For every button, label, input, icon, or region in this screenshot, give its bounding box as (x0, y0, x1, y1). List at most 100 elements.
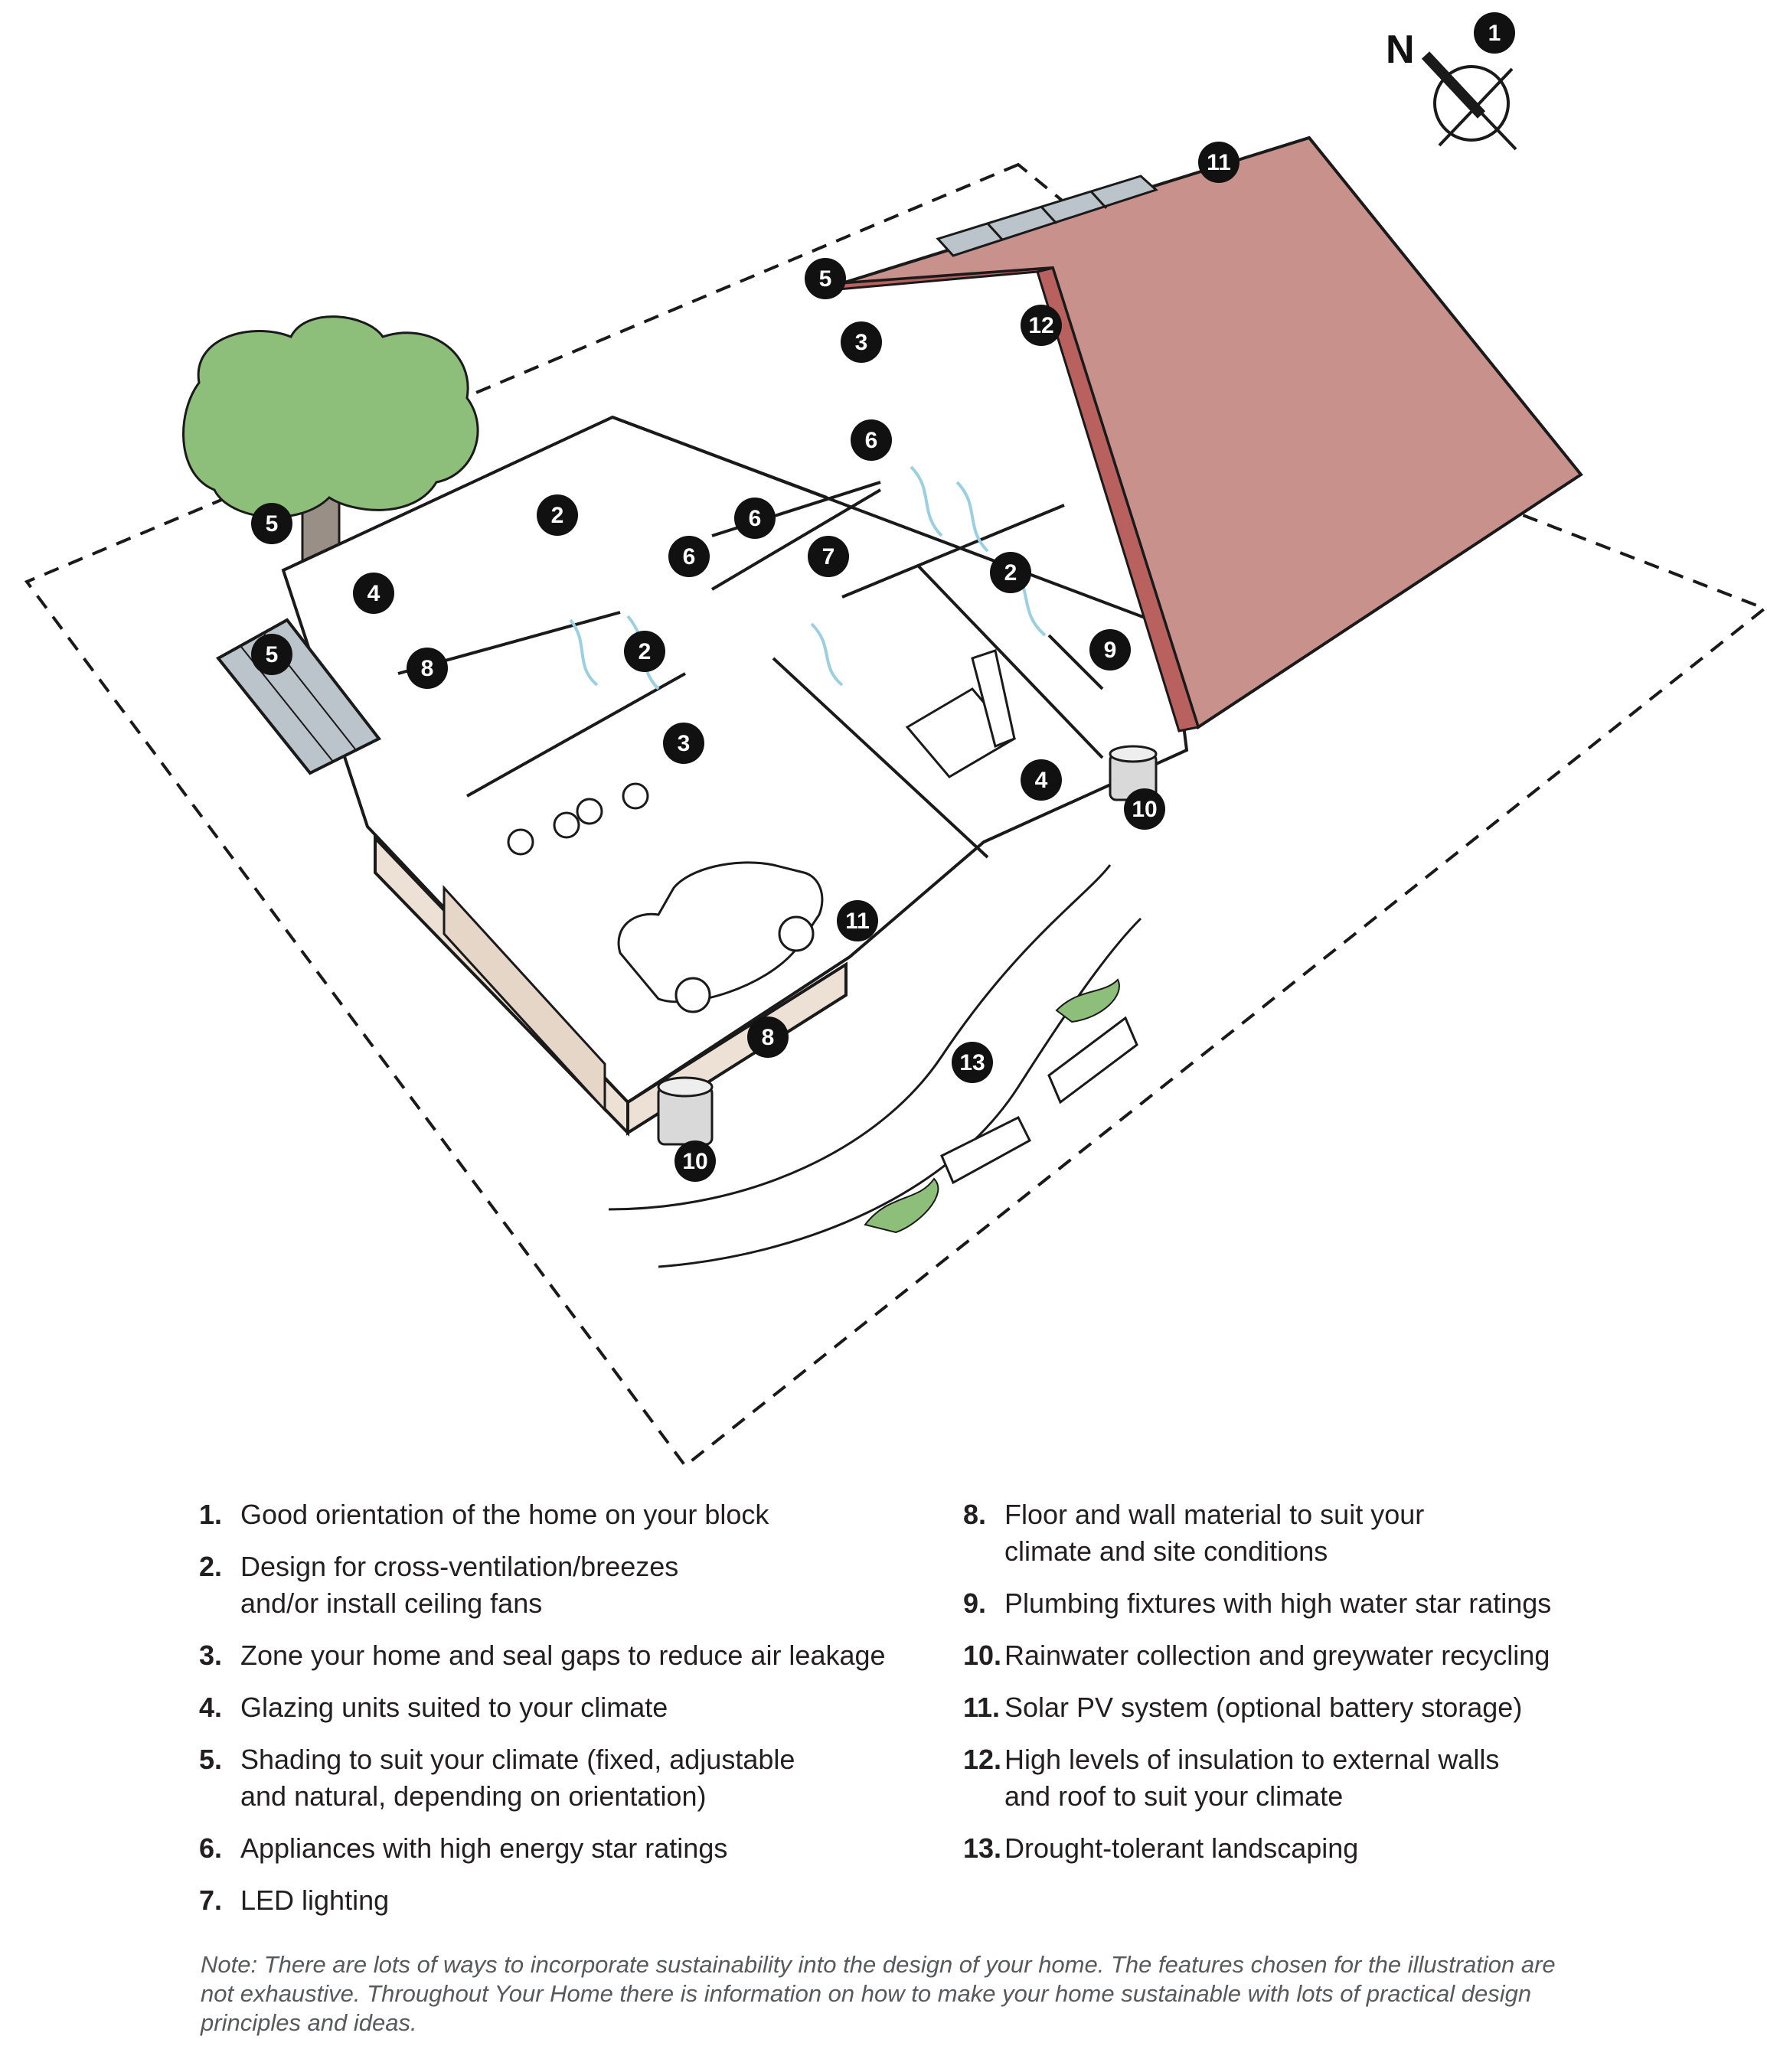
badge-kitchen-zone: 3 (841, 321, 882, 363)
garage-door (443, 885, 606, 1113)
badge-plumbing: 9 (1089, 629, 1131, 671)
badge-fan: 2 (537, 494, 578, 536)
legend-number: 1. (199, 1499, 223, 1530)
badge-number: 3 (678, 731, 691, 756)
legend-item: 3. Zone your home and seal gaps to reduce… (199, 1637, 965, 1674)
badge-garage-floor: 8 (747, 1016, 789, 1058)
badge-circle (808, 536, 849, 577)
badge-number: 13 (959, 1050, 985, 1075)
badge-circle (851, 419, 892, 461)
badge-number: 2 (639, 639, 652, 664)
badge-number: 12 (1028, 313, 1053, 338)
breeze-arrows (569, 465, 1047, 690)
badge-zone-door: 3 (663, 723, 704, 764)
footnote: Note: There are lots of ways to incorpor… (201, 1951, 1556, 2036)
badge-orientation: 1 (1474, 12, 1515, 54)
badge-circle (747, 1016, 789, 1058)
legend-item: 2.Design for cross-ventilation/breezes a… (199, 1548, 965, 1622)
badge-number: 5 (266, 642, 279, 667)
badge-dishwasher: 6 (668, 536, 710, 577)
legend-number: 2. (199, 1551, 223, 1582)
badge-circle (537, 494, 578, 536)
badge-circle (1021, 759, 1062, 801)
badge-number: 6 (749, 506, 762, 531)
legend-number: 3. (199, 1640, 223, 1671)
badge-tank-front: 10 (674, 1140, 716, 1182)
legend-text: Zone your home and seal gaps to reduce a… (240, 1640, 886, 1671)
badge-circle (251, 503, 292, 544)
legend-item: 4. Glazing units suited to your climate (199, 1689, 965, 1726)
badge-awning: 5 (251, 634, 292, 675)
tree-illustration (182, 315, 479, 587)
legend-item: 13.Drought-tolerant landscaping (963, 1830, 1729, 1867)
badge-eave-shade: 5 (805, 258, 846, 299)
garden-path (608, 864, 1112, 1211)
legend-text: Shading to suit your climate (fixed, adj… (240, 1744, 795, 1812)
badge-number: 4 (1035, 768, 1048, 793)
badge-circle (674, 1140, 716, 1182)
badge-circle (407, 648, 448, 689)
badge-number: 1 (1488, 21, 1501, 46)
legend-number: 10. (963, 1640, 1002, 1671)
badge-number: 2 (551, 503, 564, 528)
legend-text: Good orientation of the home on your blo… (240, 1499, 769, 1530)
badge-circle (624, 631, 665, 672)
badge-tank-right: 10 (1124, 788, 1165, 830)
badge-circle (841, 321, 882, 363)
legend-item: 5. Shading to suit your climate (fixed, a… (199, 1741, 965, 1815)
badge-circle (837, 900, 878, 941)
badge-circle (1198, 142, 1240, 183)
legend-text: Glazing units suited to your climate (240, 1692, 668, 1723)
badge-breeze-right: 2 (990, 552, 1031, 593)
legend-left: 1. Good orientation of the home on your b… (199, 1496, 965, 1934)
badge-number: 2 (1004, 560, 1017, 586)
legend-item: 10.Rainwater collection and greywater re… (963, 1637, 1729, 1674)
bed-illustration (905, 649, 1017, 778)
badge-circle (663, 723, 704, 764)
roof-solar-panels (936, 175, 1158, 257)
badge-landscaping: 13 (952, 1042, 993, 1083)
badge-ev-charger: 11 (837, 900, 878, 941)
legend-text: High levels of insulation to external wa… (1004, 1744, 1500, 1812)
badge-circle (990, 552, 1031, 593)
legend-number: 13. (963, 1832, 1002, 1864)
legend-item: 12.High levels of insulation to external… (963, 1741, 1729, 1815)
svg-text:N: N (1386, 28, 1415, 72)
badge-circle (1021, 305, 1062, 346)
legend-number: 11. (963, 1692, 1001, 1723)
legend-number: 5. (199, 1744, 223, 1775)
car-illustration (617, 861, 824, 1013)
badge-window-right: 4 (1021, 759, 1062, 801)
badge-number: 5 (266, 511, 279, 537)
badge-circle (1089, 629, 1131, 671)
badge-number: 8 (762, 1025, 775, 1050)
north-compass: N (1386, 28, 1517, 151)
legend-text: Drought-tolerant landscaping (1004, 1832, 1359, 1864)
badge-number: 3 (855, 330, 868, 355)
badge-number: 6 (683, 544, 696, 569)
badge-number: 9 (1104, 638, 1117, 663)
badge-led: 7 (808, 536, 849, 577)
badge-circle (1474, 12, 1515, 54)
legend-item: 1. Good orientation of the home on your b… (199, 1496, 965, 1533)
badge-number: 10 (1132, 797, 1157, 822)
legend-number: 7. (199, 1884, 223, 1916)
interior-walls (397, 416, 1104, 859)
legend-number: 4. (199, 1692, 223, 1723)
legend-number: 12. (963, 1744, 1002, 1775)
badge-solar-roof: 11 (1198, 142, 1240, 183)
badge-circle (251, 634, 292, 675)
rainwater-tank-front (657, 1076, 714, 1146)
badge-floor-left: 8 (407, 648, 448, 689)
badge-oven: 6 (734, 498, 776, 539)
badge-insulation: 12 (1021, 305, 1062, 346)
badge-number: 11 (1207, 150, 1231, 175)
badge-breeze-mid: 2 (624, 631, 665, 672)
legend-right: 8.Floor and wall material to suit your c… (963, 1496, 1729, 1882)
bicycles (507, 782, 649, 856)
badge-number: 4 (367, 581, 381, 606)
badge-number: 7 (822, 544, 835, 569)
badge-number: 6 (865, 428, 878, 453)
